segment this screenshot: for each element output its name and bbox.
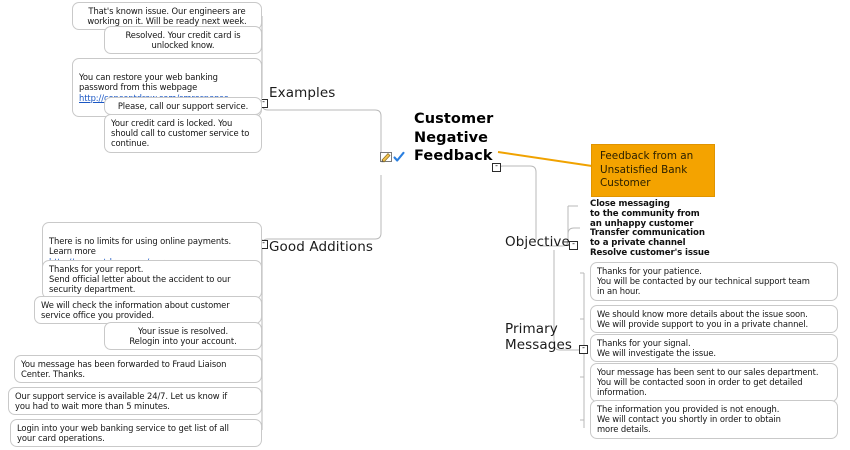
branch-label-objective[interactable]: Objective <box>505 234 570 250</box>
note-primary-4[interactable]: Your message has been sent to our sales … <box>590 363 838 402</box>
note-examples-1[interactable]: That's known issue. Our engineers are wo… <box>72 2 262 31</box>
toggle-root-right[interactable] <box>492 163 501 172</box>
root-icon-group <box>380 148 405 167</box>
note-examples-5[interactable]: Your credit card is locked. You should c… <box>104 114 262 153</box>
note-primary-2[interactable]: We should know more details about the is… <box>590 305 838 334</box>
callout-box[interactable]: Feedback from an Unsatisfied Bank Custom… <box>591 144 715 197</box>
toggle-objective[interactable] <box>569 241 578 250</box>
note-good-3[interactable]: We will check the information about cust… <box>34 296 262 325</box>
note-good-2[interactable]: Thanks for your report. Send official le… <box>42 260 262 299</box>
branch-label-primary-messages[interactable]: Primary Messages <box>505 321 573 353</box>
note-text: There is no limits for using online paym… <box>49 236 232 257</box>
note-primary-5[interactable]: The information you provided is not enou… <box>590 400 838 439</box>
note-primary-3[interactable]: Thanks for your signal. We will investig… <box>590 334 838 363</box>
note-objective-1[interactable]: Close messaging to the community from an… <box>590 199 710 258</box>
branch-label-examples[interactable]: Examples <box>269 85 336 101</box>
toggle-primary-messages[interactable] <box>579 345 588 354</box>
note-text: You can restore your web banking passwor… <box>79 72 218 93</box>
check-icon[interactable] <box>393 148 405 167</box>
note-good-4[interactable]: Your issue is resolved. Relogin into you… <box>104 322 262 351</box>
note-good-7[interactable]: Login into your web banking service to g… <box>10 419 262 448</box>
root-node-label[interactable]: Customer Negative Feedback <box>414 111 494 164</box>
note-good-5[interactable]: You message has been forwarded to Fraud … <box>14 355 262 384</box>
note-icon[interactable] <box>380 148 392 167</box>
note-good-6[interactable]: Our support service is available 24/7. L… <box>8 387 262 416</box>
note-examples-4[interactable]: Please, call our support service. <box>104 97 262 116</box>
note-examples-2[interactable]: Resolved. Your credit card is unlocked k… <box>104 26 262 55</box>
branch-label-good-additions[interactable]: Good Additions <box>269 239 374 255</box>
note-primary-1[interactable]: Thanks for your patience. You will be co… <box>590 262 838 301</box>
